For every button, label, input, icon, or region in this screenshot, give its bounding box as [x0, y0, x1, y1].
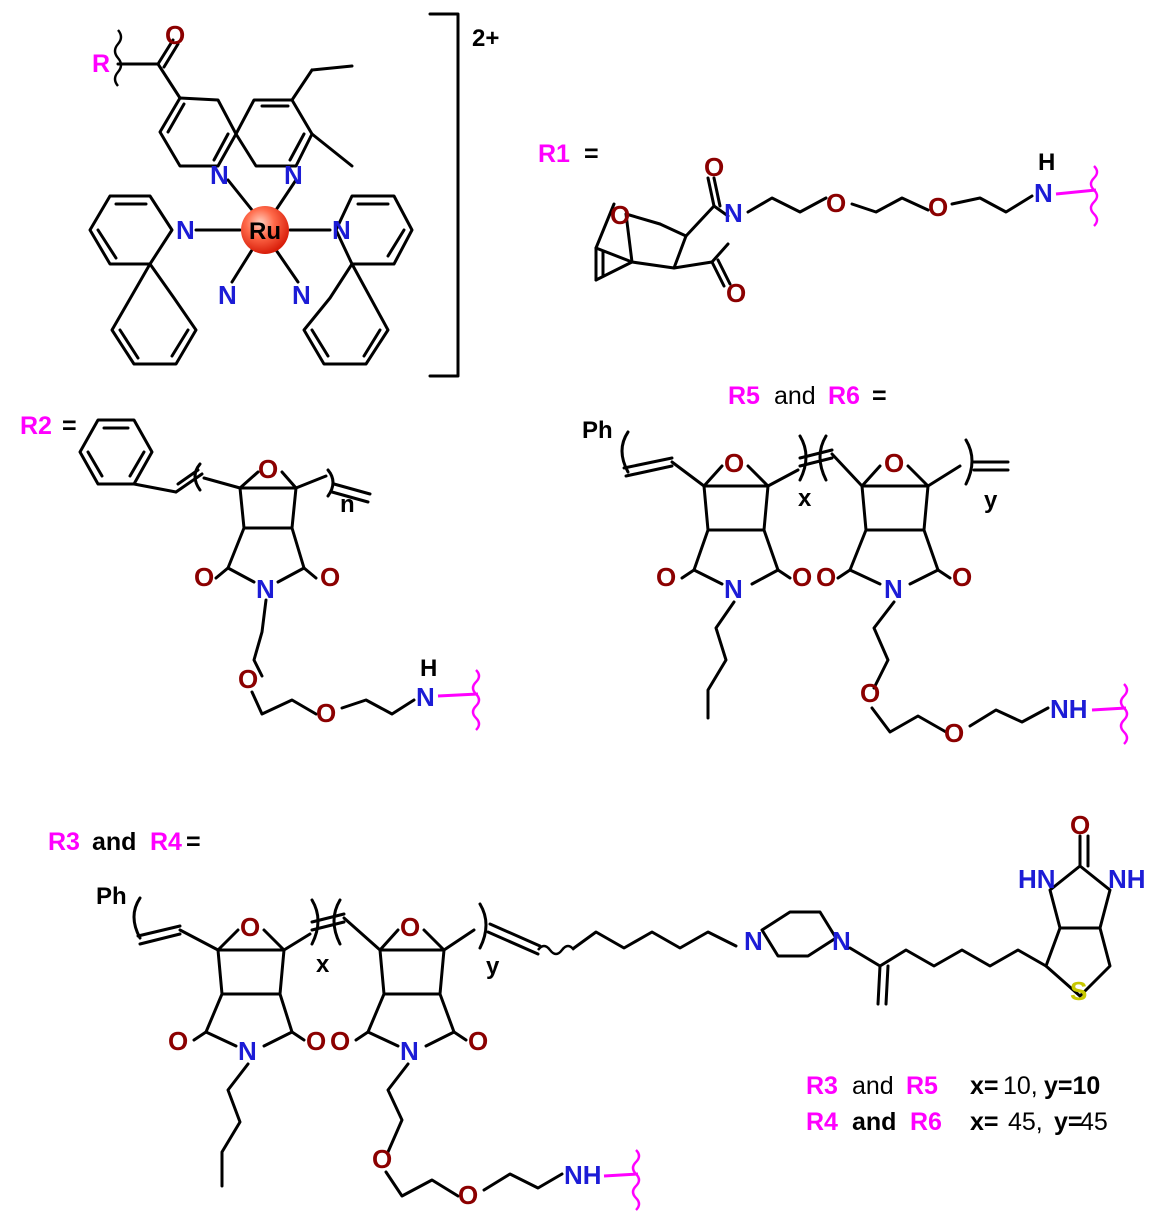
repeat-x: x	[316, 951, 330, 978]
thiophane-sulfur: S	[1070, 976, 1087, 1006]
ring-oxygen: O	[258, 454, 278, 484]
r2-label: R2	[20, 412, 52, 440]
ring-oxygen: O	[884, 448, 904, 478]
n-atom: N	[176, 215, 195, 245]
imide-oxygen: O	[320, 562, 340, 592]
imide-nitrogen: N	[238, 1036, 257, 1066]
phenyl-label: Ph	[582, 417, 613, 444]
r5-r6-structure: R5 and R6 = Ph O O O N x O	[582, 382, 1129, 748]
ring-oxygen: O	[400, 912, 420, 942]
legend-x-label: x=	[970, 1072, 999, 1100]
legend-r5: R5	[906, 1072, 938, 1100]
and-text: and	[92, 828, 136, 856]
imide-nitrogen: N	[724, 574, 743, 604]
ether-oxygen: O	[928, 192, 948, 222]
legend-and: and	[852, 1072, 894, 1100]
imide-nitrogen: N	[884, 574, 903, 604]
legend-r3: R3	[806, 1072, 838, 1100]
r6-label: R6	[828, 382, 860, 410]
imide-nitrogen: N	[724, 198, 743, 228]
charge-label: 2+	[472, 25, 499, 52]
ether-oxygen: O	[372, 1144, 392, 1174]
r2-equals: =	[62, 412, 77, 440]
n-atom: N	[332, 215, 351, 245]
repeat-y: y	[486, 953, 500, 980]
phenyl-label: Ph	[96, 883, 127, 910]
ruthenium-atom	[241, 206, 289, 254]
ruthenium-complex: R O Ru N	[88, 12, 499, 378]
n-atom: N	[292, 280, 311, 310]
r1-label: R1	[538, 140, 570, 168]
legend-r4: R4	[806, 1108, 838, 1136]
r1-equals: =	[584, 140, 599, 168]
imide-oxygen: O	[330, 1026, 350, 1056]
legend-x-value: 10,	[1003, 1072, 1038, 1100]
ether-oxygen: O	[860, 678, 880, 708]
imide-oxygen: O	[306, 1026, 326, 1056]
ether-oxygen: O	[458, 1180, 478, 1210]
urea-hn: HN	[1018, 864, 1056, 894]
n-atom: N	[210, 160, 229, 190]
legend-and: and	[852, 1108, 896, 1136]
ether-oxygen: O	[238, 664, 258, 694]
imide-oxygen: O	[656, 562, 676, 592]
n-atom: N	[284, 160, 303, 190]
amine-nitrogen: N	[1034, 178, 1053, 208]
imide-nitrogen: N	[400, 1036, 419, 1066]
amine-h: H	[420, 655, 437, 682]
r4-label: R4	[150, 828, 182, 856]
imide-oxygen: O	[726, 278, 746, 308]
r3-r4-structure: R3 and R4 = Ph O O O N x O	[48, 810, 1146, 1211]
legend-r6: R6	[910, 1108, 942, 1136]
and-text: and	[774, 382, 816, 410]
imide-oxygen: O	[194, 562, 214, 592]
ether-oxygen: O	[316, 698, 336, 728]
imide-oxygen: O	[792, 562, 812, 592]
r5-label: R5	[728, 382, 760, 410]
amine-nh: NH	[1050, 694, 1088, 724]
legend-x-value: 45,	[1008, 1108, 1043, 1136]
piperazine-nitrogen: N	[832, 926, 851, 956]
repeat-n: n	[340, 491, 355, 518]
r2-structure: R2 = O n O O N O O H N	[20, 412, 481, 731]
ring-oxygen: O	[240, 912, 260, 942]
legend-x-label: x=	[970, 1108, 999, 1136]
amine-nh: NH	[564, 1160, 602, 1190]
n-atom: N	[218, 280, 237, 310]
amine-nitrogen: N	[416, 682, 435, 712]
piperazine-nitrogen: N	[744, 926, 763, 956]
r-attachment-label: R	[92, 50, 110, 78]
legend-y-label: y=	[1054, 1108, 1083, 1136]
r5r6-equals: =	[872, 382, 887, 410]
imide-oxygen: O	[468, 1026, 488, 1056]
ether-oxygen: O	[944, 718, 964, 748]
r1-structure: R1 = O O O N O O H N	[538, 140, 1099, 308]
imide-nitrogen: N	[256, 574, 275, 604]
bridge-oxygen: O	[610, 200, 630, 230]
imide-oxygen: O	[168, 1026, 188, 1056]
urea-nh: NH	[1108, 864, 1146, 894]
urea-oxygen: O	[1070, 810, 1090, 840]
ru-label: Ru	[249, 218, 281, 245]
r3r4-equals: =	[186, 828, 201, 856]
repeat-x: x	[798, 485, 812, 512]
legend-y-value: 45	[1080, 1108, 1108, 1136]
imide-oxygen: O	[816, 562, 836, 592]
repeat-unit-legend: R3 and R5 x= 10, y=10 R4 and R6 x= 45, y…	[806, 1072, 1108, 1136]
ring-oxygen: O	[724, 448, 744, 478]
imide-oxygen: O	[952, 562, 972, 592]
carbonyl-oxygen: O	[165, 20, 185, 50]
legend-y-label: y=10	[1044, 1072, 1100, 1100]
repeat-y: y	[984, 487, 998, 514]
ether-oxygen: O	[826, 188, 846, 218]
imide-oxygen: O	[704, 152, 724, 182]
amine-h: H	[1038, 149, 1055, 176]
r3-label: R3	[48, 828, 80, 856]
